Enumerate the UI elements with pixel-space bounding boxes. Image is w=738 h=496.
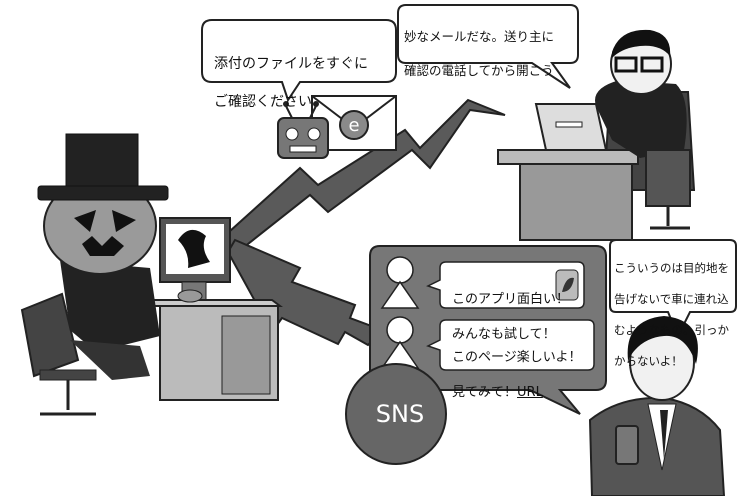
sns-post-1-line-2: みんなも試して！ (452, 326, 556, 342)
office-thought-line-1: 妙なメールだな。送り主に (404, 28, 555, 44)
sns-post-2-line-1: このページ楽しいよ！ (452, 349, 582, 365)
attack-arrow-top (198, 98, 506, 272)
phishing-speech-bubble (201, 19, 397, 103)
warning-line-1: こういうのは目的地を (614, 260, 729, 275)
office-thought-line-2: 確認の電話してから開こう (404, 62, 554, 78)
hacker-scene (20, 133, 283, 416)
sns-feed-panel (369, 245, 607, 415)
smartphone-user (588, 316, 726, 496)
sns-badge (345, 363, 447, 465)
office-worker-scene (497, 29, 696, 241)
phishing-message: 添付のファイルをすぐに ご確認ください (214, 36, 384, 130)
warning-line-4: からないよ！ (614, 353, 683, 368)
warning-message: こういうのは目的地を 告げないで車に連れ込 むようなもの。引っか からないよ！ (614, 245, 732, 385)
malware-robot-icon (277, 101, 329, 159)
warning-line-2: 告げないで車に連れ込 (614, 291, 729, 306)
office-speech-bubble (397, 4, 579, 89)
phishing-message-line-1: 添付のファイルをすぐに (214, 55, 368, 72)
sns-post-1-line-1: このアプリ面白い！ (452, 291, 570, 307)
sns-badge-label: SNS (375, 400, 425, 428)
phishing-message-line-2: ご確認ください (214, 93, 312, 110)
sns-post-2-line-2: 見てみて！URL (452, 384, 581, 402)
email-badge-letter: e (348, 115, 359, 136)
sns-post-2-url-link[interactable]: URL (517, 384, 543, 400)
sns-post-2: このページ楽しいよ！ 見てみて！URL (452, 331, 581, 419)
sns-post-1: このアプリ面白い！ みんなも試して！ (452, 273, 569, 361)
office-worker-thought: 妙なメールだな。送り主に 確認の電話してから開こう (404, 12, 572, 96)
sns-post-2-prefix: 見てみて！ (452, 384, 518, 400)
warning-line-3: むようなもの。引っか (614, 322, 729, 337)
